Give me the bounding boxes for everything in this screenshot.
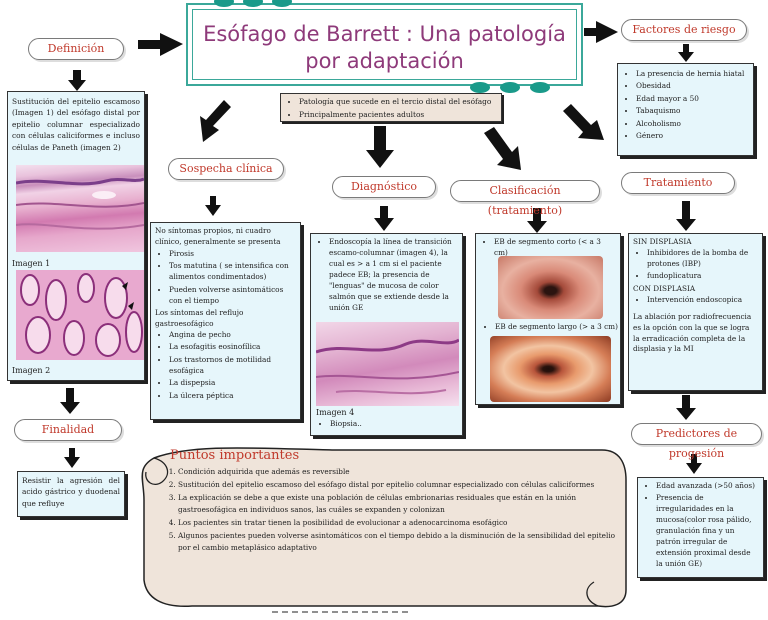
tratamiento-item: Inhibidores de la bomba de protones (IBP… (647, 248, 758, 270)
title-banner: Esófago de Barrett : Una patología por a… (186, 3, 583, 86)
predictor-item: Presencia de irregularidades en la mucos… (656, 493, 759, 570)
clasificacion-item: EB de segmento largo (> a 3 cm) (495, 322, 618, 333)
clasificacion-item: EB de segmento corto (< a 3 cm) (494, 237, 616, 259)
label-factores: Factores de riesgo (621, 19, 747, 41)
caption-imagen-1: Imagen 1 (12, 259, 51, 268)
predictor-item: Edad avanzada (>50 años) (656, 481, 759, 492)
tratamiento-heading: SIN DISPLASIA (633, 237, 692, 246)
puntos-scroll-shape (141, 447, 627, 613)
banner-dot (470, 82, 490, 93)
arrow-down (64, 448, 80, 468)
clasificacion-box: EB de segmento corto (< a 3 cm) EB de se… (475, 233, 621, 405)
label-predictores: Predictores de progesión (631, 423, 762, 460)
punto-item: La explicación se debe a que existe una … (178, 492, 620, 515)
banner-dot (243, 0, 263, 7)
factores-box: La presencia de hernia hiatal Obesidad E… (617, 63, 754, 156)
sospecha-item: Pueden volverse asintomáticos con el tie… (169, 285, 296, 307)
label-finalidad: Finalidad (14, 419, 122, 441)
page-title: Esófago de Barrett : Una patología por a… (188, 21, 581, 75)
finalidad-box: Resistir la agresión del acido gástrico … (17, 471, 125, 517)
histology-image-2 (16, 270, 144, 360)
banner-dot (214, 0, 234, 7)
punto-item: Sustitución del epitelio escamoso del es… (178, 479, 620, 491)
intro-item: Principalmente pacientes adultos (299, 109, 497, 120)
sospecha-item: La úlcera péptica (169, 391, 296, 402)
title-line-1: Esófago de Barrett : Una patología (203, 22, 566, 46)
caption-imagen-2: Imagen 2 (12, 366, 51, 375)
banner-dot (272, 0, 292, 7)
diagnostico-item: Biopsia.. (330, 419, 362, 430)
factor-item: La presencia de hernia hiatal (636, 69, 749, 80)
intro-note: Patología que sucede en el tercio distal… (280, 93, 502, 122)
tratamiento-note: La ablación por radiofrecuencia es la op… (633, 311, 752, 354)
tratamiento-box: SIN DISPLASIA Inhibidores de la bomba de… (628, 233, 763, 391)
histology-image-1 (16, 165, 144, 252)
definicion-text: Sustitución del epitelio escamoso (Image… (12, 97, 140, 152)
sospecha-item: La dispepsia (169, 378, 296, 389)
arrow-down (68, 70, 86, 91)
arrow-down (678, 44, 694, 62)
sospecha-subtitle: Los síntomas del reflujo gastroesofágico (155, 308, 244, 328)
puntos-list: Condición adquirida que además es revers… (158, 466, 620, 555)
puntos-title: Puntos importantes (170, 448, 300, 463)
sospecha-intro: No síntomas propios, ni cuadro clínico, … (155, 226, 281, 246)
endoscopy-image-short (498, 256, 603, 319)
arrow-left (138, 33, 183, 56)
label-diagnostico: Diagnóstico (332, 176, 436, 198)
caption-imagen-4: Imagen 4 (316, 408, 355, 417)
factor-item: Alcoholismo (636, 119, 749, 130)
banner-dot (500, 82, 520, 93)
predictores-box: Edad avanzada (>50 años) Presencia de ir… (637, 477, 764, 578)
sospecha-item: Pirosis (169, 249, 296, 260)
sospecha-item: Los trastornos de motilidad esofágica (169, 355, 296, 377)
histology-image-4 (316, 322, 459, 406)
punto-item: Condición adquirida que además es revers… (178, 466, 620, 478)
sospecha-item: Angina de pecho (169, 330, 296, 341)
endoscopy-image-long (490, 336, 611, 402)
factor-item: Género (636, 131, 749, 142)
punto-item: Los pacientes sin tratar tienen la posib… (178, 517, 620, 529)
arrow-right (584, 21, 618, 43)
factor-item: Edad mayor a 50 (636, 94, 749, 105)
tratamiento-item: fundoplicatura (647, 271, 758, 282)
arrow-down (374, 206, 394, 231)
label-tratamiento: Tratamiento (621, 172, 735, 194)
factor-item: Obesidad (636, 81, 749, 92)
sospecha-item: La esofagitis eosinofílica (169, 342, 296, 353)
factor-item: Tabaquismo (636, 106, 749, 117)
finalidad-text: Resistir la agresión del acido gástrico … (22, 476, 120, 508)
title-line-2: por adaptación (305, 49, 464, 73)
definicion-box: Sustitución del epitelio escamoso (Image… (7, 91, 145, 381)
sospecha-item: Tos matutina ( se intensifica con alimen… (169, 261, 296, 283)
arrow-diag (563, 104, 604, 140)
arrow-diag (200, 100, 231, 142)
arrow-down (676, 201, 696, 231)
tratamiento-heading: CON DISPLASIA (633, 283, 696, 293)
label-definicion: Definición (28, 38, 124, 60)
banner-dot (530, 82, 550, 93)
arrow-down (60, 388, 80, 414)
label-clasificacion: Clasificación (tratamiento) (450, 180, 600, 217)
label-sospecha: Sospecha clínica (168, 158, 284, 180)
sospecha-box: No síntomas propios, ni cuadro clínico, … (150, 222, 301, 420)
diagnostico-item: Endoscopía la línea de transición escamo… (329, 237, 458, 314)
tratamiento-item: Intervención endoscopica (647, 295, 758, 306)
arrow-down (205, 196, 221, 216)
punto-item: Algunos pacientes pueden volverse asinto… (178, 530, 620, 553)
intro-item: Patología que sucede en el tercio distal… (299, 96, 497, 107)
arrow-down (366, 126, 394, 168)
arrow-diag (484, 127, 521, 170)
diagnostico-box: Endoscopía la línea de transición escamo… (310, 233, 463, 436)
arrow-down (676, 395, 696, 420)
